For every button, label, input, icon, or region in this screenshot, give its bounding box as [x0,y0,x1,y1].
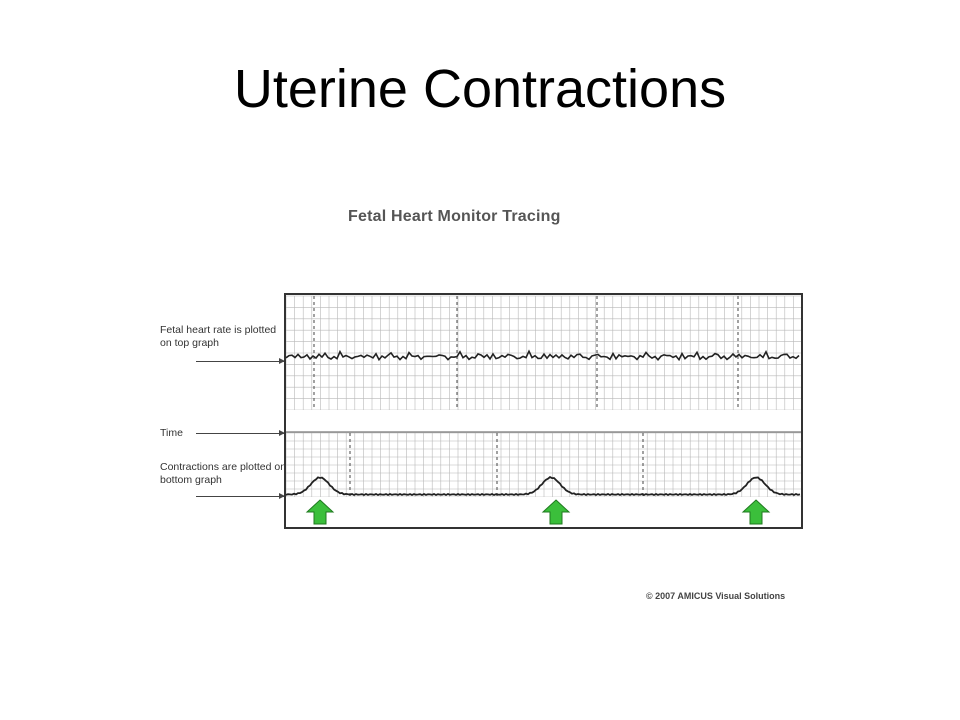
fetal-heart-rate-trace [285,349,800,362]
green-up-arrow-icon [741,499,771,525]
slide-title: Uterine Contractions [233,59,727,119]
time-pointer [196,430,285,436]
fetal-heart-rate-pointer [196,358,285,364]
contractions-label: Contractions are plotted on bottom graph [160,461,287,486]
arrow-layer [305,499,771,525]
green-up-arrow-icon [305,499,335,525]
fetal-heart-rate-label: Fetal heart rate is plotted on top graph [160,324,277,349]
contractions-pointer [196,493,285,499]
copyright-notice: © 2007 AMICUS Visual Solutions [646,591,786,601]
contraction-trace [285,476,801,496]
figure-title: Fetal Heart Monitor Tracing [348,208,561,225]
time-label: Time [160,427,183,439]
tracing-frame [284,293,803,529]
grid-layer [285,295,801,498]
time-strip [286,410,801,432]
green-up-arrow-icon [541,499,571,525]
